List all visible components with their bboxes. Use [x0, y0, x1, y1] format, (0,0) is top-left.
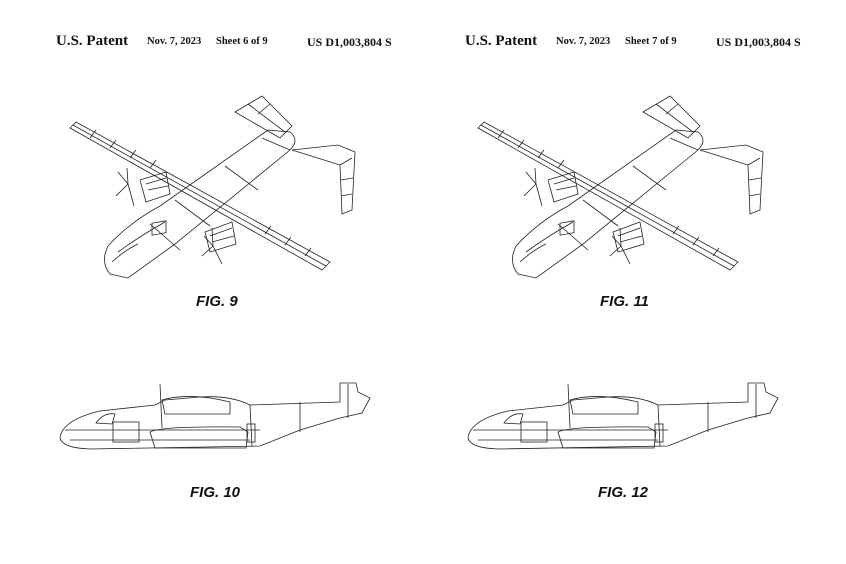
fig-11-label: FIG. 11 — [600, 293, 649, 310]
fig-10-label: FIG. 10 — [190, 484, 241, 501]
sheet-number: Sheet 7 of 9 — [625, 36, 677, 47]
fig-9-label: FIG. 9 — [196, 293, 238, 310]
patent-label: U.S. Patent — [465, 33, 538, 49]
patent-number: US D1,003,804 S — [307, 35, 392, 49]
fig-12-side-drawing — [467, 382, 779, 450]
patent-label: U.S. Patent — [56, 33, 129, 49]
patent-number: US D1,003,804 S — [716, 35, 801, 49]
fig-9-perspective-drawing — [69, 95, 356, 279]
fig-10-side-drawing — [59, 382, 371, 450]
patent-date: Nov. 7, 2023 — [147, 36, 202, 47]
fig-12-label: FIG. 12 — [598, 484, 649, 501]
fig-11-perspective-drawing — [477, 95, 764, 279]
sheet-number: Sheet 6 of 9 — [216, 36, 268, 47]
patent-date: Nov. 7, 2023 — [556, 36, 611, 47]
